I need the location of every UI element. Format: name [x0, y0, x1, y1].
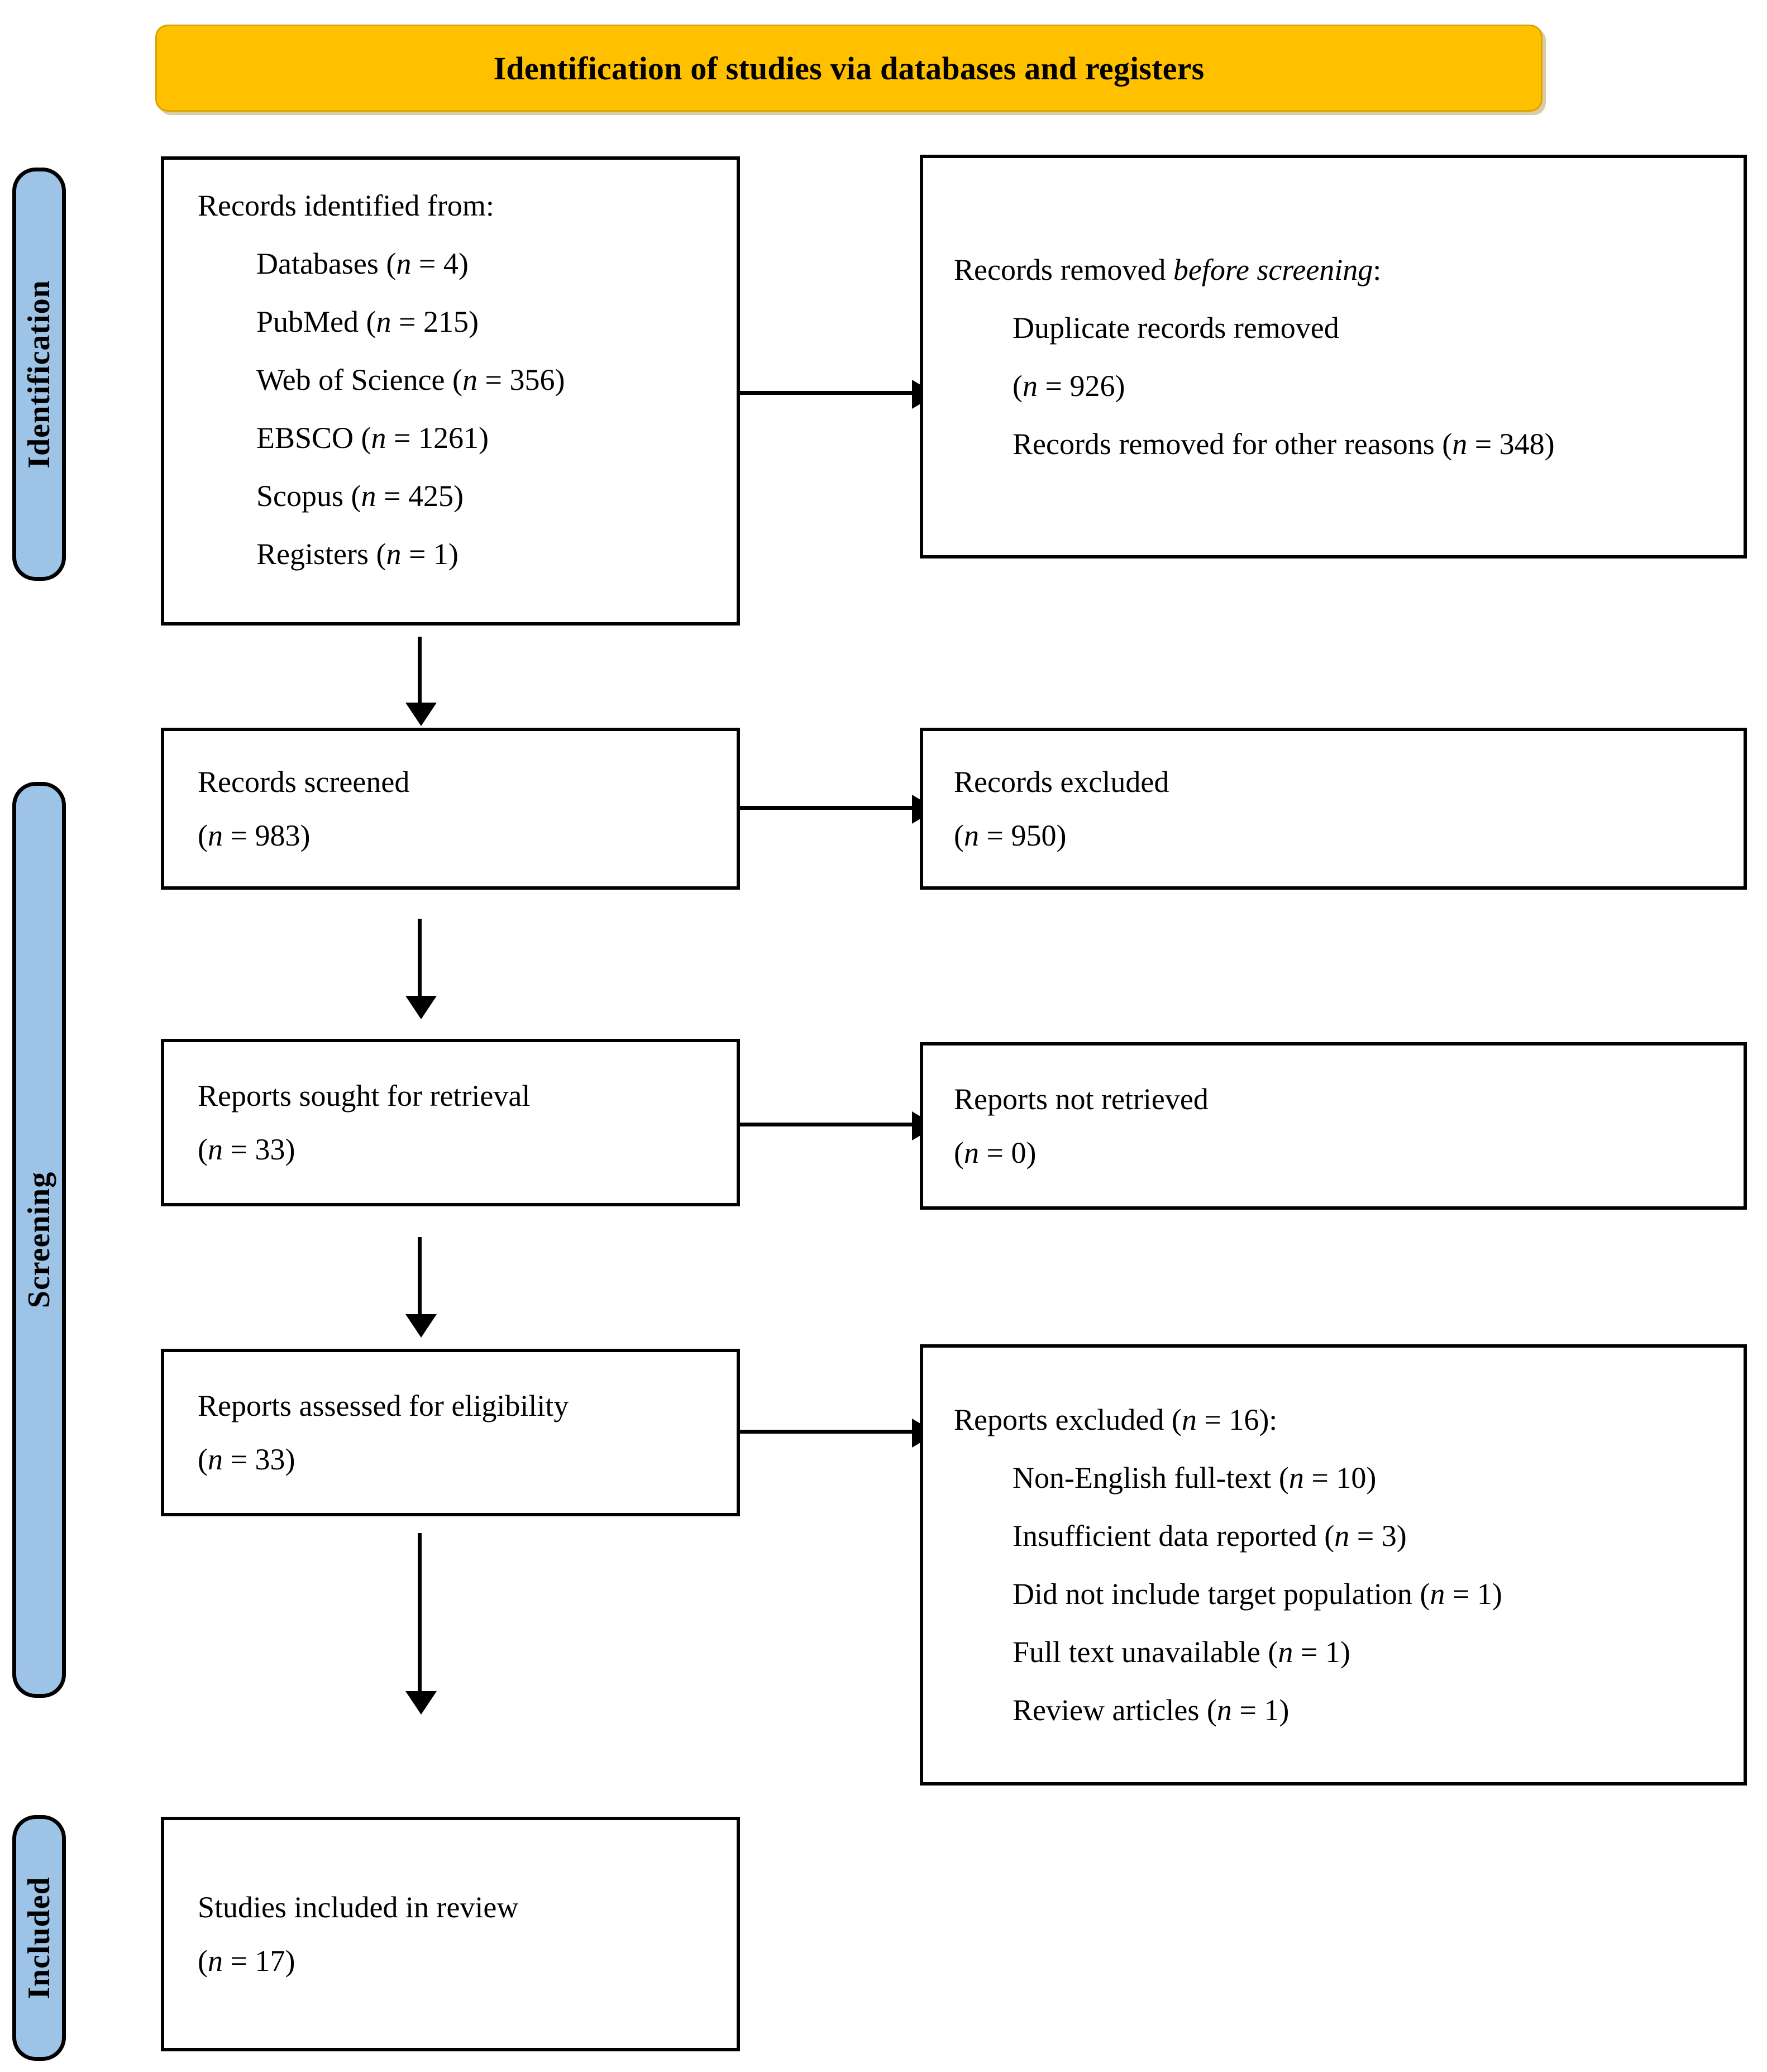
- reports-excluded-item: Did not include target population (n = 1…: [1013, 1577, 1502, 1611]
- page-title: Identification of studies via databases …: [493, 50, 1205, 87]
- box-reports-sought: Reports sought for retrieval (n = 33): [161, 1039, 740, 1206]
- reports-sought-count: (n = 33): [198, 1133, 295, 1166]
- records-identified-item: Scopus (n = 425): [256, 479, 464, 513]
- box-reports-assessed: Reports assessed for eligibility (n = 33…: [161, 1349, 740, 1516]
- reports-not-retrieved-title: Reports not retrieved: [954, 1082, 1209, 1116]
- phase-rail-screening: Screening: [12, 782, 66, 1698]
- reports-excluded-item: Non-English full-text (n = 10): [1013, 1461, 1377, 1495]
- phase-rail-screening-label: Screening: [22, 1171, 56, 1309]
- arrow-screened-to-sought: [405, 919, 437, 1019]
- phase-rail-identification-label: Identification: [22, 280, 56, 469]
- records-screened-title: Records screened: [198, 765, 410, 799]
- records-removed-heading-suffix: :: [1373, 252, 1382, 287]
- reports-assessed-title: Reports assessed for eligibility: [198, 1389, 569, 1422]
- records-excluded-title: Records excluded: [954, 765, 1169, 799]
- arrow-assessed-to-reports-excluded: [740, 1419, 937, 1448]
- records-excluded-count: (n = 950): [954, 819, 1067, 852]
- arrow-sought-to-assessed: [405, 1237, 437, 1338]
- phase-rail-included-label: Included: [22, 1877, 57, 1999]
- records-removed-heading: Records removed before screening:: [954, 255, 1727, 285]
- records-removed-heading-italic: before screening: [1173, 252, 1373, 287]
- records-screened-count: (n = 983): [198, 819, 311, 852]
- phase-rail-identification: Identification: [12, 168, 66, 581]
- records-identified-heading: Records identified from:: [198, 189, 494, 222]
- records-identified-item: EBSCO (n = 1261): [256, 421, 489, 455]
- box-records-identified: Records identified from: Databases (n = …: [161, 156, 740, 626]
- phase-rail-included: Included: [12, 1815, 66, 2061]
- reports-not-retrieved-count: (n = 0): [954, 1136, 1037, 1169]
- records-identified-item: Databases (n = 4): [256, 247, 469, 280]
- arrow-identified-to-screened: [405, 637, 437, 726]
- reports-excluded-item: Review articles (n = 1): [1013, 1693, 1290, 1727]
- records-identified-item: Registers (n = 1): [256, 537, 459, 571]
- box-records-screened: Records screened (n = 983): [161, 728, 740, 890]
- arrow-assessed-to-included: [405, 1533, 437, 1715]
- records-removed-item: Records removed for other reasons (n = 3…: [1013, 427, 1555, 461]
- records-removed-heading-plain: Records removed: [954, 252, 1173, 287]
- records-identified-item: PubMed (n = 215): [256, 305, 479, 338]
- studies-included-title: Studies included in review: [198, 1890, 519, 1924]
- records-identified-item: Web of Science (n = 356): [256, 363, 565, 397]
- arrow-sought-to-not-retrieved: [740, 1111, 937, 1140]
- box-records-removed: Records removed before screening: Duplic…: [920, 155, 1747, 558]
- diagram-header-banner: Identification of studies via databases …: [155, 25, 1542, 112]
- arrow-identified-to-removed: [740, 380, 937, 409]
- reports-excluded-item: Full text unavailable (n = 1): [1013, 1635, 1350, 1669]
- box-records-excluded: Records excluded (n = 950): [920, 728, 1747, 890]
- box-studies-included: Studies included in review (n = 17): [161, 1817, 740, 2051]
- reports-excluded-item: Insufficient data reported (n = 3): [1013, 1519, 1407, 1553]
- box-reports-excluded-reasons: Reports excluded (n = 16): Non-English f…: [920, 1344, 1747, 1785]
- reports-excluded-heading: Reports excluded (n = 16):: [954, 1403, 1278, 1436]
- arrow-screened-to-excluded: [740, 795, 937, 824]
- records-removed-item: (n = 926): [1013, 369, 1125, 403]
- records-removed-item: Duplicate records removed: [1013, 311, 1339, 345]
- reports-sought-title: Reports sought for retrieval: [198, 1079, 531, 1113]
- studies-included-count: (n = 17): [198, 1944, 295, 1978]
- box-reports-not-retrieved: Reports not retrieved (n = 0): [920, 1042, 1747, 1210]
- reports-assessed-count: (n = 33): [198, 1443, 295, 1476]
